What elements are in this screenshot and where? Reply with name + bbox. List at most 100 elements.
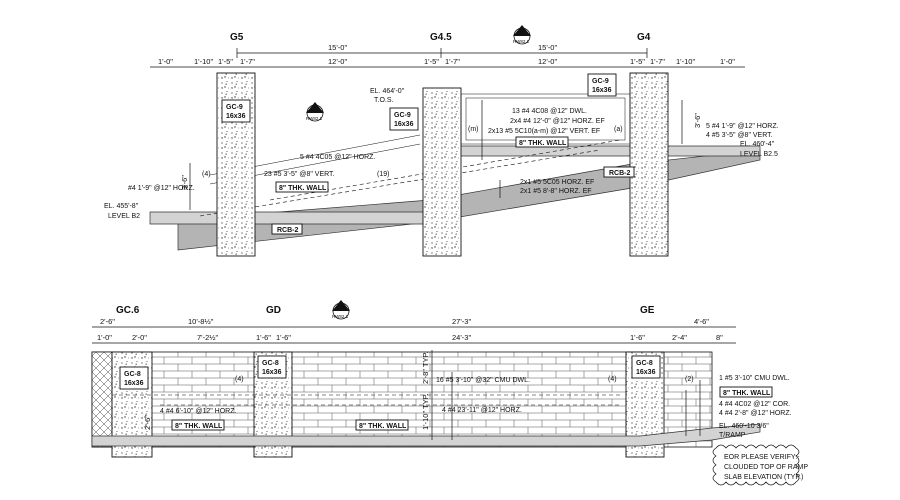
section-letter: A <box>312 108 316 114</box>
dim: 2'-6" <box>100 317 115 326</box>
note-3-5: 23 #5 3'-5" @8" VERT. <box>264 171 335 178</box>
wall-tag-text: 8" THK. WALL <box>175 423 223 430</box>
note-8-8: 2x1 #5 8'-8" HORZ. EF <box>520 188 592 195</box>
dim: 1'-5" <box>218 57 233 66</box>
vdim-left: 3'-6" <box>180 175 189 190</box>
dimension-row-1: 15'-0" 15'-0" <box>236 43 648 58</box>
grid-label-g4: G4 <box>637 32 651 43</box>
elev-t-ramp-sub: T/RAMP <box>719 432 746 439</box>
dim: 1'-6" <box>276 333 291 342</box>
note-2-8: 4 #4 2'-8" @12" HORZ. <box>719 410 792 417</box>
dim: 1'-0" <box>158 57 173 66</box>
dim: 12'-0" <box>538 57 557 66</box>
mark-a: (a) <box>614 126 623 133</box>
dimension-row-1-bottom: 2'-6" 10'-8½" 27'-3" 4'-6" <box>92 317 736 328</box>
level-b2-slab <box>149 211 462 225</box>
section-ref: RW82.1 <box>332 314 349 319</box>
grid-label-gd: GD <box>266 305 281 316</box>
mark-19: (19) <box>377 171 389 178</box>
dim: 1'-10" <box>676 57 695 66</box>
dim: 2'-0" <box>132 333 147 342</box>
note-5c10: 2x13 #5 5C10(a-m) @12" VERT. EF <box>488 128 600 135</box>
column-g4 <box>629 72 669 257</box>
note-4c08: 13 #4 4C08 @12" DWL. <box>512 108 587 115</box>
section-letter: B <box>519 31 523 37</box>
dim: 1'-10" <box>194 57 213 66</box>
dim: 10'-8½" <box>188 317 214 326</box>
dim: 27'-3" <box>452 317 471 326</box>
grid-label-g5: G5 <box>230 32 244 43</box>
top-elevation: G5 G4.5 G4 15'-0" 15'-0" 1'-0" 1'-10" 1'… <box>104 25 779 257</box>
dim: 1'-0" <box>97 333 112 342</box>
wall-tag-text: 8" THK. WALL <box>519 140 567 147</box>
eor-line-3: SLAB ELEVATION (TYP.) <box>724 474 803 481</box>
dim-15ft-left: 15'-0" <box>328 43 347 52</box>
section-ref: RW82.1 <box>513 39 530 44</box>
elev-tos-sub: T.O.S. <box>374 97 394 104</box>
section-ref: RW82.1 <box>306 116 323 121</box>
elev-b25: EL. 460'-4" <box>740 141 775 148</box>
note-1-9-right: 5 #4 1'-9" @12" HORZ. <box>706 123 779 130</box>
mark-4: (4) <box>202 171 211 178</box>
section-letter: D <box>338 306 343 312</box>
dim: 1'-6" <box>630 333 645 342</box>
rcb-tag-text: RCB-2 <box>609 170 630 177</box>
wall-tag-text: 8" THK. WALL <box>279 185 327 192</box>
section-marker-a: A RW82.1 <box>306 102 324 122</box>
elev-b25-sub: LEVEL B2.5 <box>740 151 778 158</box>
note-5c05: 2x1 #5 5C05 HORZ. EF <box>520 179 594 186</box>
dim: 7'-2½" <box>197 333 219 342</box>
section-marker-d: D RW82.1 <box>332 300 350 320</box>
dim: 1'-6" <box>256 333 271 342</box>
grid-label-gc6: GC.6 <box>116 305 140 316</box>
elev-b2: EL. 455'-8" <box>104 203 139 210</box>
mark-4-left: (4) <box>235 376 244 383</box>
dim: 1'-5" <box>630 57 645 66</box>
level-b25-slab <box>439 145 761 157</box>
grid-label-ge: GE <box>640 305 655 316</box>
note-12-0: 2x4 #4 12'-0" @12" HORZ. EF <box>510 118 605 125</box>
eor-cloud-note: EOR PLEASE VERIFY:- CLOUDED TOP OF RAMP … <box>712 444 808 486</box>
rcb-tag-1: RCB-2 <box>271 223 303 235</box>
vdim-2-8: 2'-8" TYP. <box>421 351 430 384</box>
dimension-row-2: 1'-0" 1'-10" 1'-5" 1'-7" 12'-0" 1'-5" 1'… <box>150 57 745 68</box>
rcb-tag-text: RCB-2 <box>277 227 298 234</box>
mark-4-right: (4) <box>608 376 617 383</box>
note-4c05: 5 #4 4C05 @12" HORZ. <box>300 154 375 161</box>
note-cmu-dwl-right: 1 #5 3'-10" CMU DWL. <box>719 375 790 382</box>
bottom-elevation: GC.6 GD GE 2'-6" 10'-8½" 27'-3" 4'-6" 1'… <box>91 300 808 486</box>
vdim-1-10: 1'-10" TYP. <box>421 393 430 430</box>
grid-label-g45: G4.5 <box>430 32 452 43</box>
dim: 8" <box>716 333 723 342</box>
section-marker-b: B RW82.1 <box>513 25 531 45</box>
column-g45 <box>422 87 462 257</box>
dim-15ft-right: 15'-0" <box>538 43 557 52</box>
eor-line-2: CLOUDED TOP OF RAMP <box>724 464 808 471</box>
dim: 1'-7" <box>240 57 255 66</box>
rcb-tag-2: RCB-2 <box>603 166 635 178</box>
mark-m: (m) <box>468 126 479 133</box>
dim: 1'-5" <box>424 57 439 66</box>
note-4c02: 4 #4 4C02 @12" COR. <box>719 401 790 408</box>
dim: 1'-7" <box>650 57 665 66</box>
mark-2: (2) <box>685 376 694 383</box>
dim: 12'-0" <box>328 57 347 66</box>
wall-tag-bottom-1: 8" THK. WALL <box>171 419 225 431</box>
elev-b2-sub: LEVEL B2 <box>108 213 140 220</box>
wall-tag-text: 8" THK. WALL <box>723 390 771 397</box>
wall-tag-text: 8" THK. WALL <box>359 423 407 430</box>
wall-tag-bottom-2: 8" THK. WALL <box>355 419 409 431</box>
dim: 24'-3" <box>452 333 471 342</box>
dimension-row-2-bottom: 1'-0" 2'-0" 7'-2½" 1'-6" 1'-6" 24'-3" 1'… <box>92 333 736 344</box>
note-6-10: 4 #4 6'-10" @12" HORZ. <box>160 408 236 415</box>
ramp-slab-rcb2 <box>177 149 761 251</box>
eor-line-1: EOR PLEASE VERIFY:- <box>724 454 800 461</box>
